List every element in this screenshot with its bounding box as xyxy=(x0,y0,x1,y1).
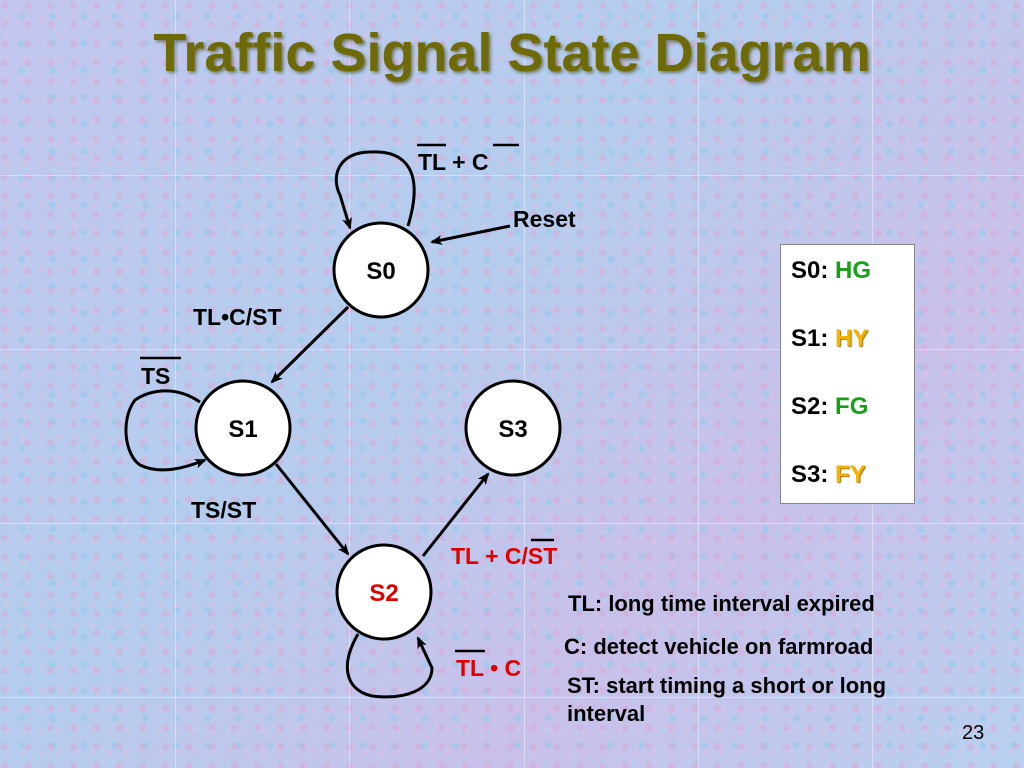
background-grid-line xyxy=(698,0,699,768)
state-s2-label: S2 xyxy=(369,580,398,607)
page-number: 23 xyxy=(962,722,985,744)
s0-to-s1-label: TL•C/ST xyxy=(193,304,282,330)
slide-title: Traffic Signal State Diagram xyxy=(153,23,871,83)
legend-code: HY xyxy=(835,325,869,352)
legend-state: S0: xyxy=(791,257,829,284)
s1-to-s2-label: TS/ST xyxy=(191,497,256,523)
reset-arrow xyxy=(430,224,511,245)
state-s0: S0 xyxy=(332,221,430,319)
legend-code: FY xyxy=(835,461,866,488)
state-s0-label: S0 xyxy=(366,258,395,285)
legend-row-s0: S0: HG xyxy=(791,257,871,285)
definition-tl: TL: long time interval expired xyxy=(568,591,875,616)
state-output-legend: S0: HG S1: HY S2: FG S3: FY xyxy=(780,244,915,504)
s1-self-loop-label: TS xyxy=(141,363,170,389)
state-s1: S1 xyxy=(194,379,292,477)
legend-state: S1: xyxy=(791,325,829,352)
state-s3-label: S3 xyxy=(498,416,527,443)
s2-to-s3-label-part: TL + xyxy=(451,543,505,569)
background-grid-line xyxy=(349,0,350,768)
s0-self-loop-arrow xyxy=(334,150,416,230)
definition-st-line2: interval xyxy=(567,701,646,726)
definition-c: C: detect vehicle on farmroad xyxy=(564,634,874,659)
state-s3: S3 xyxy=(464,379,562,477)
legend-row-s3: S3: FY xyxy=(791,461,866,489)
background-grid-line xyxy=(0,175,1024,176)
s2-to-s3-label-c: C xyxy=(505,543,522,569)
s2-to-s3-label: TL + C/ST xyxy=(451,543,557,569)
legend-state: S2: xyxy=(791,393,829,420)
s1-self-loop-arrow xyxy=(124,389,207,472)
s0-self-loop-label: TL + C xyxy=(418,149,489,175)
s2-self-loop-label: TL • C xyxy=(456,655,521,681)
background-grid-line xyxy=(0,523,1024,524)
definition-st-line1: ST: start timing a short or long xyxy=(567,673,887,698)
legend-row-s2: S2: FG xyxy=(791,393,868,421)
s2-self-loop-arrow xyxy=(345,633,434,699)
s2-to-s3-label-part: /ST xyxy=(522,543,558,569)
s2-to-s3-arrow xyxy=(421,472,490,557)
state-s1-label: S1 xyxy=(228,416,257,443)
legend-code: FG xyxy=(835,393,869,420)
legend-state: S3: xyxy=(791,461,829,488)
legend-row-s1: S1: HY xyxy=(791,325,868,353)
s1-to-s2-arrow xyxy=(274,463,350,556)
reset-label: Reset xyxy=(513,206,576,232)
legend-code: HG xyxy=(835,257,872,284)
s0-to-s1-arrow xyxy=(270,305,350,384)
background-grid-line xyxy=(0,697,1024,698)
background-grid-line xyxy=(0,349,1024,350)
state-s2: S2 xyxy=(335,543,433,641)
background-grid-line xyxy=(175,0,176,768)
